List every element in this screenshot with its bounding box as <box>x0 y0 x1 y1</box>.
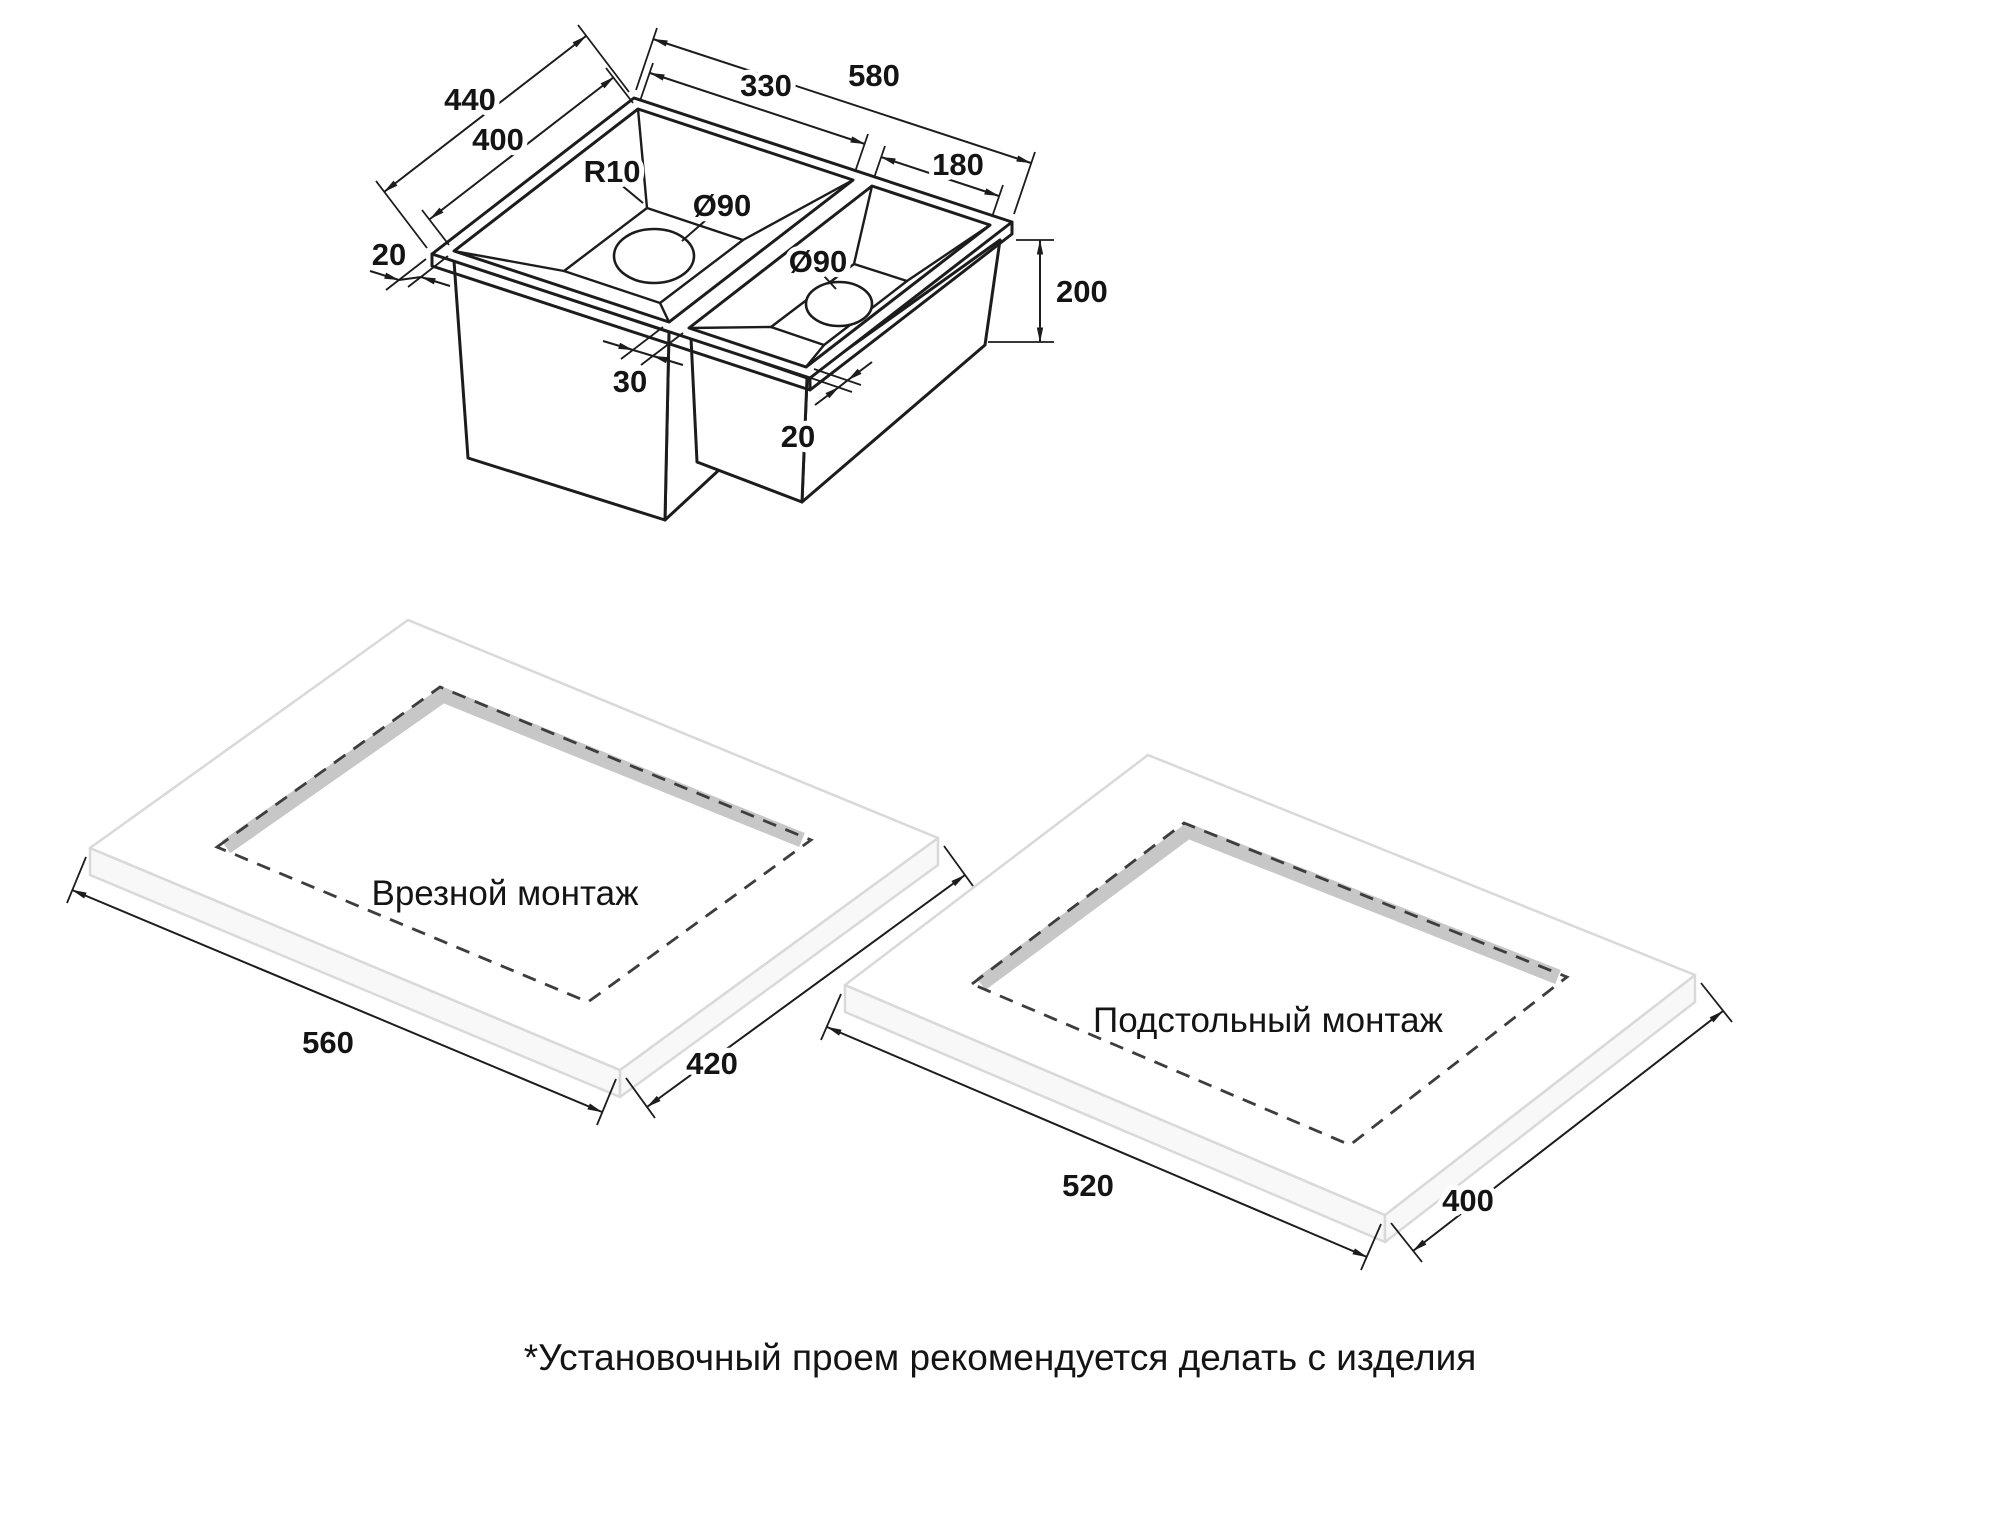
dim-label-440: 440 <box>444 82 496 117</box>
extension-lines <box>620 326 684 366</box>
dimension-line <box>838 379 849 388</box>
arrow-left <box>369 270 400 281</box>
dimension-corner-radius: R10 <box>579 149 645 204</box>
footnote: *Установочный проем рекомендуется делать… <box>524 1337 1477 1378</box>
inset-cut-edge-band <box>221 687 805 854</box>
main-bowl-drain <box>612 227 696 285</box>
dimension-small-drain: Ø90 <box>784 239 852 290</box>
extension-lines <box>873 145 1004 218</box>
undermount-label: Подстольный монтаж <box>1093 1001 1443 1040</box>
arrow-right <box>420 276 451 287</box>
dimension-line <box>880 156 1000 197</box>
dim-label-200: 200 <box>1056 274 1108 309</box>
small-bowl-drain <box>804 280 874 328</box>
extension-lines <box>639 62 869 173</box>
dim-label-drain-small: Ø90 <box>789 244 848 279</box>
inset-slab-top <box>88 618 940 1072</box>
dimension-line <box>1412 1010 1724 1252</box>
sink-dimensions: 580 330 180 440 400 <box>367 24 1113 459</box>
dimension-undermount-depth: 400 <box>1390 982 1733 1263</box>
arrow-upper <box>847 361 873 381</box>
dimension-divider: 30 <box>602 326 684 404</box>
dimension-undermount-width: 520 <box>820 993 1382 1271</box>
dim-label-420: 420 <box>686 1046 738 1081</box>
undermount-cut-edge-band <box>976 823 1561 991</box>
dimension-main-drain: Ø90 <box>681 183 756 242</box>
dimension-inset-width: 560 <box>66 856 617 1126</box>
extension-lines <box>421 67 634 246</box>
inset-mount-label: Врезной монтаж <box>372 874 640 913</box>
dim-label-520: 520 <box>1062 1168 1114 1203</box>
main-bowl-fold-lines <box>452 107 855 324</box>
dim-label-drain-main: Ø90 <box>693 188 752 223</box>
dimension-inset-depth: 420 <box>625 845 974 1119</box>
dimension-inner-depth: 400 <box>421 67 634 246</box>
dim-label-400: 400 <box>472 122 524 157</box>
extension-lines <box>804 368 862 393</box>
dimension-line <box>429 76 615 220</box>
sink-isometric-view <box>430 96 1014 522</box>
dim-label-330: 330 <box>740 68 792 103</box>
small-bowl-fold-lines <box>687 184 992 369</box>
undermount-slab-top <box>843 753 1697 1217</box>
arrow-lower <box>814 386 840 406</box>
dim-label-560: 560 <box>302 1025 354 1060</box>
dimension-small-bowl-width: 180 <box>873 142 1004 218</box>
inset-mount-panel: 560 420 Врезной монтаж <box>66 618 974 1126</box>
dimension-line <box>632 349 654 357</box>
leader-line <box>619 183 644 204</box>
dim-label-180: 180 <box>932 147 984 182</box>
extension-lines <box>66 856 617 1126</box>
dimension-main-bowl-width: 330 <box>639 62 869 173</box>
dim-label-400: 400 <box>1442 1183 1494 1218</box>
dim-label-20-left: 20 <box>372 237 406 272</box>
dimension-rim-front: 20 <box>776 361 873 459</box>
small-bowl-interior <box>687 184 992 369</box>
arrow-left <box>602 340 634 351</box>
dim-label-30: 30 <box>613 364 647 399</box>
dim-label-20-front: 20 <box>781 419 815 454</box>
dim-label-r10: R10 <box>584 154 641 189</box>
dimension-height: 200 <box>988 239 1113 343</box>
leader-line <box>823 275 837 290</box>
dimension-line <box>646 874 966 1108</box>
dimension-line <box>649 72 866 145</box>
dimension-rim-left: 20 <box>367 232 451 291</box>
extension-lines <box>385 255 449 291</box>
extension-lines <box>625 845 974 1119</box>
dim-label-580: 580 <box>848 58 900 93</box>
dimension-line <box>826 1026 1368 1258</box>
leader-line <box>681 219 707 242</box>
rim-thickness-edges <box>430 220 1014 392</box>
extension-lines <box>1390 982 1733 1263</box>
dimension-line <box>398 276 422 281</box>
main-bowl-interior <box>452 107 855 324</box>
small-bowl-bottom <box>769 262 909 347</box>
extension-lines <box>820 993 1382 1271</box>
undermount-panel: 520 400 Подстольный монтаж <box>820 753 1733 1271</box>
dimension-line <box>71 889 603 1113</box>
main-bowl-bottom <box>562 206 745 305</box>
arrow-right <box>652 355 684 366</box>
